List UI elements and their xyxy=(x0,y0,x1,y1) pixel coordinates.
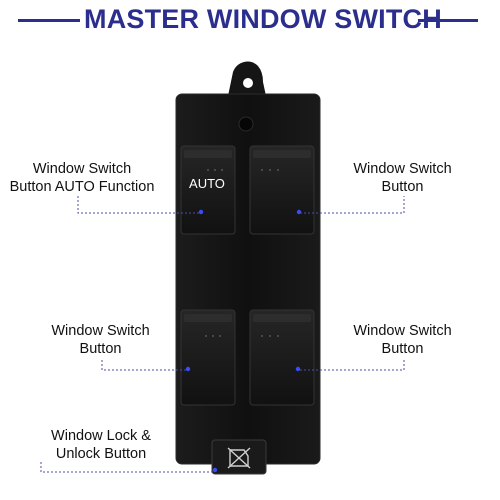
front-right-leader-line xyxy=(300,196,405,214)
front-right-indicator xyxy=(296,209,302,215)
rear-left-indicator xyxy=(185,366,191,372)
rear-left-leader-line xyxy=(101,360,186,371)
auto-label: AUTO xyxy=(189,176,225,191)
auto-button-indicator xyxy=(198,209,204,215)
auto-window-button[interactable]: AUTO xyxy=(180,145,236,235)
rear-right-indicator xyxy=(295,366,301,372)
lock-button-indicator xyxy=(212,467,218,473)
front-right-window-button[interactable] xyxy=(249,145,315,235)
page-title: MASTER WINDOW SWITCH xyxy=(84,4,442,34)
window-lock-icon xyxy=(227,447,251,469)
title-banner: MASTER WINDOW SWITCH xyxy=(0,0,500,40)
rear-right-window-button[interactable] xyxy=(249,309,315,406)
callout-leaders xyxy=(40,196,405,473)
body-screw-hole xyxy=(238,116,254,132)
callout-front-right-button: Window Switch Button xyxy=(353,161,452,195)
rear-left-window-button[interactable] xyxy=(180,309,236,406)
callout-rear-left-button: Window Switch Button xyxy=(51,323,150,357)
window-lock-button[interactable] xyxy=(211,439,267,475)
lock-leader-line xyxy=(40,462,213,473)
callout-lock-button: Window Lock & Unlock Button xyxy=(51,428,151,462)
mounting-tab xyxy=(228,61,266,96)
auto-leader-line xyxy=(77,196,199,214)
rear-right-leader-line xyxy=(300,360,405,371)
callout-rear-right-button: Window Switch Button xyxy=(353,323,452,357)
callout-auto-button: Window Switch Button AUTO Function xyxy=(9,161,155,195)
title-rule-left xyxy=(18,19,80,22)
title-rule-right xyxy=(418,19,478,22)
